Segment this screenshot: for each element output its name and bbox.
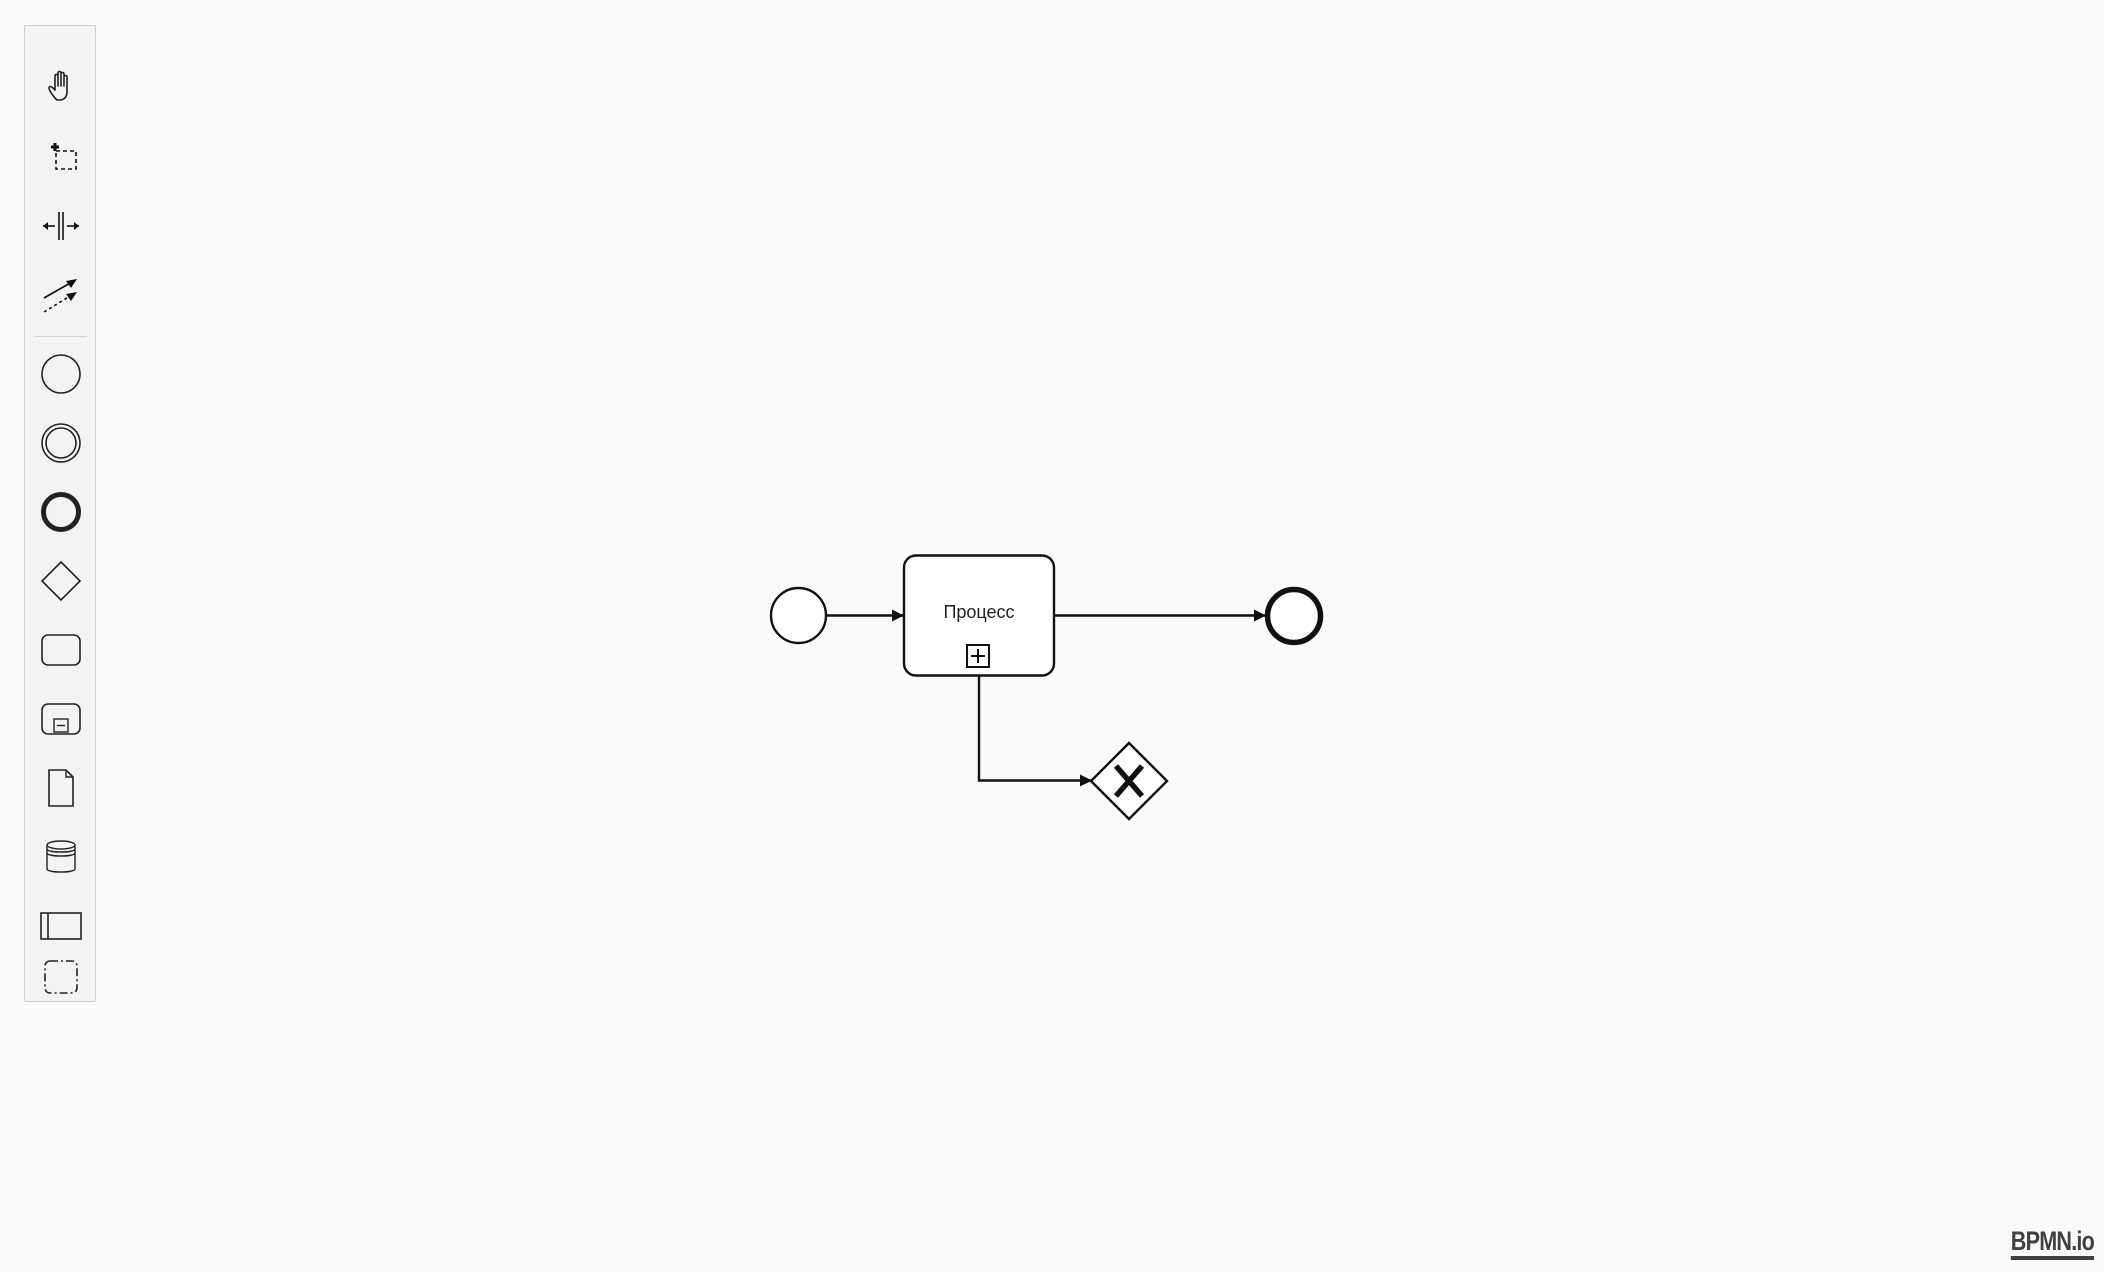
create-pool[interactable]: [26, 896, 96, 956]
create-data-store[interactable]: [26, 827, 96, 887]
end-event-icon: [41, 492, 81, 532]
end-event[interactable]: [1264, 586, 1324, 646]
sequence-flow-task-to-gateway[interactable]: [977, 675, 1092, 787]
gateway-x-marker: [1113, 764, 1145, 798]
data-store-icon: [46, 840, 76, 873]
collapsed-subprocess-marker[interactable]: [966, 644, 990, 668]
create-intermediate-event[interactable]: [26, 413, 96, 473]
task-label: Процесс: [943, 602, 1015, 622]
create-task[interactable]: [26, 620, 96, 680]
bpmn-io-logo[interactable]: BPMN.io: [2010, 1220, 2095, 1260]
connect-tool[interactable]: [26, 265, 96, 325]
task-icon: [41, 634, 81, 666]
create-start-event[interactable]: [26, 344, 96, 404]
create-data-object[interactable]: [26, 758, 96, 818]
pool-icon: [40, 912, 82, 940]
subprocess-icon: [41, 703, 81, 735]
hand-tool[interactable]: [26, 58, 96, 118]
lasso-icon: [51, 143, 77, 170]
create-group[interactable]: [26, 960, 96, 995]
start-event[interactable]: [769, 586, 828, 645]
tool-palette: [24, 25, 96, 1002]
start-event-icon: [41, 354, 81, 394]
exclusive-gateway[interactable]: [1089, 741, 1169, 821]
create-subprocess[interactable]: [26, 689, 96, 749]
intermediate-event-icon: [41, 423, 81, 463]
space-tool[interactable]: [26, 196, 96, 256]
palette-separator: [35, 336, 87, 337]
data-object-icon: [48, 769, 74, 807]
create-end-event[interactable]: [26, 482, 96, 542]
group-icon: [44, 960, 78, 994]
hand-icon: [48, 70, 68, 101]
space-icon: [43, 212, 79, 240]
gateway-icon: [40, 560, 82, 602]
lasso-tool[interactable]: [26, 127, 96, 187]
create-gateway[interactable]: [26, 551, 96, 611]
connect-icon: [43, 279, 77, 313]
